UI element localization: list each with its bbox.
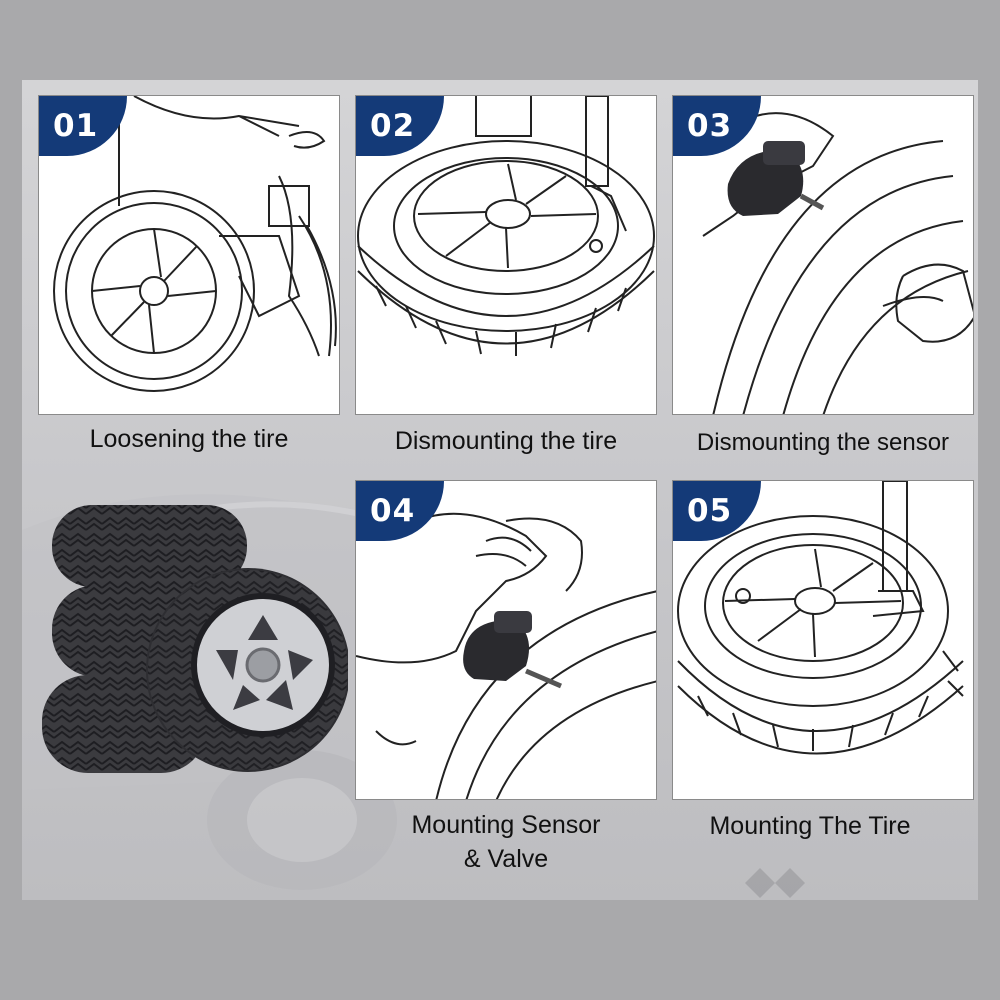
step-caption-01: Loosening the tire [89,425,289,453]
step-caption-05: Mounting The Tire [709,812,911,840]
step-panel-01: 01 [38,95,340,415]
step-caption-04-line1: Mounting Sensor [411,811,601,839]
mounting-tire-sketch [677,481,964,755]
step-number-badge: 05 [673,481,761,541]
step-panel-02: 02 [355,95,657,415]
mounting-sensor-sketch [356,512,656,799]
dismounting-tire-sketch [357,96,655,356]
step-caption-02: Dismounting the tire [394,427,618,455]
step-caption-03: Dismounting the sensor [696,429,950,456]
step-panel-03: 03 [672,95,974,415]
tpms-sensor-icon [727,141,825,216]
dismounting-sensor-sketch [702,112,973,414]
tpms-sensor-icon [463,611,562,689]
step-caption-04-line2: & Valve [463,845,549,873]
tire-stack-illustration [42,505,348,773]
loosening-tire-sketch [53,96,337,392]
step-panel-04: 04 [355,480,657,800]
step-panel-05: 05 [672,480,974,800]
watermark-mark [745,868,805,898]
